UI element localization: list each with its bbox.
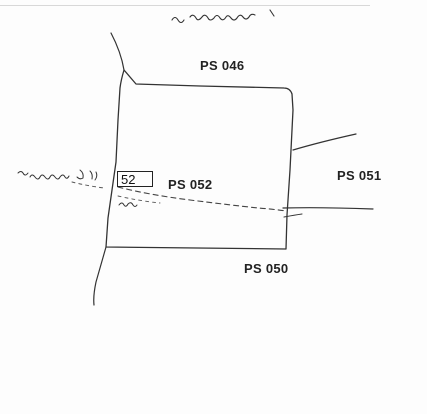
zone-label-ps050: PS 050 — [244, 261, 289, 276]
handwritten-mark-below-box — [118, 202, 138, 207]
zone-label-ps046: PS 046 — [200, 58, 245, 73]
boundary-line-right-upper — [292, 133, 357, 151]
dashed-road-line — [117, 186, 287, 212]
zone-label-ps051: PS 051 — [337, 168, 382, 183]
boundary-line-lower-left — [93, 246, 107, 306]
zone-label-ps052: PS 052 — [168, 177, 213, 192]
boundary-line-right-lower-2 — [283, 213, 303, 218]
boundary-line-right-lower — [282, 207, 374, 210]
parcel-number: 52 — [121, 172, 136, 187]
parcel-number-box — [117, 171, 153, 187]
boundary-line-upper-left — [110, 32, 125, 71]
dashed-road-line-left — [71, 181, 105, 189]
handwritten-annotation-left — [17, 169, 98, 181]
handwritten-title-scribble — [171, 9, 275, 24]
page-top-edge — [0, 5, 370, 6]
parcel-outline — [105, 69, 294, 250]
dashed-road-line-lower — [117, 195, 161, 204]
